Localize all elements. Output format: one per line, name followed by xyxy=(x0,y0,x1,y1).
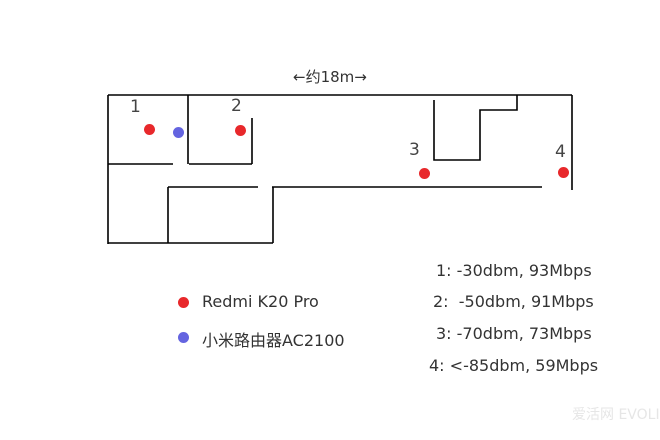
legend-phone-label: Redmi K20 Pro xyxy=(202,292,319,311)
phone-dot-4 xyxy=(558,167,569,178)
legend-phone-dot xyxy=(178,297,189,308)
watermark-logo: 爱活网 EVOLIFE.CN xyxy=(572,407,660,423)
phone-dot-3 xyxy=(419,168,430,179)
point-label-2: 2 xyxy=(231,96,242,116)
phone-dot-2 xyxy=(235,125,246,136)
router-dot xyxy=(173,127,184,138)
point-label-3: 3 xyxy=(409,140,420,160)
point-label-4: 4 xyxy=(555,142,566,162)
result-3: 3: -70dbm, 73Mbps xyxy=(436,324,592,343)
result-2: 2: -50dbm, 91Mbps xyxy=(433,292,594,311)
result-4: 4: <-85dbm, 59Mbps xyxy=(429,356,599,375)
wall xyxy=(107,94,573,244)
legend-router-label: 小米路由器AC2100 xyxy=(202,331,345,350)
legend-router-dot xyxy=(178,332,189,343)
point-label-1: 1 xyxy=(130,97,141,117)
result-1: 1: -30dbm, 93Mbps xyxy=(436,261,592,280)
phone-dot-1 xyxy=(144,124,155,135)
scale-label: ←约18m→ xyxy=(293,68,367,86)
